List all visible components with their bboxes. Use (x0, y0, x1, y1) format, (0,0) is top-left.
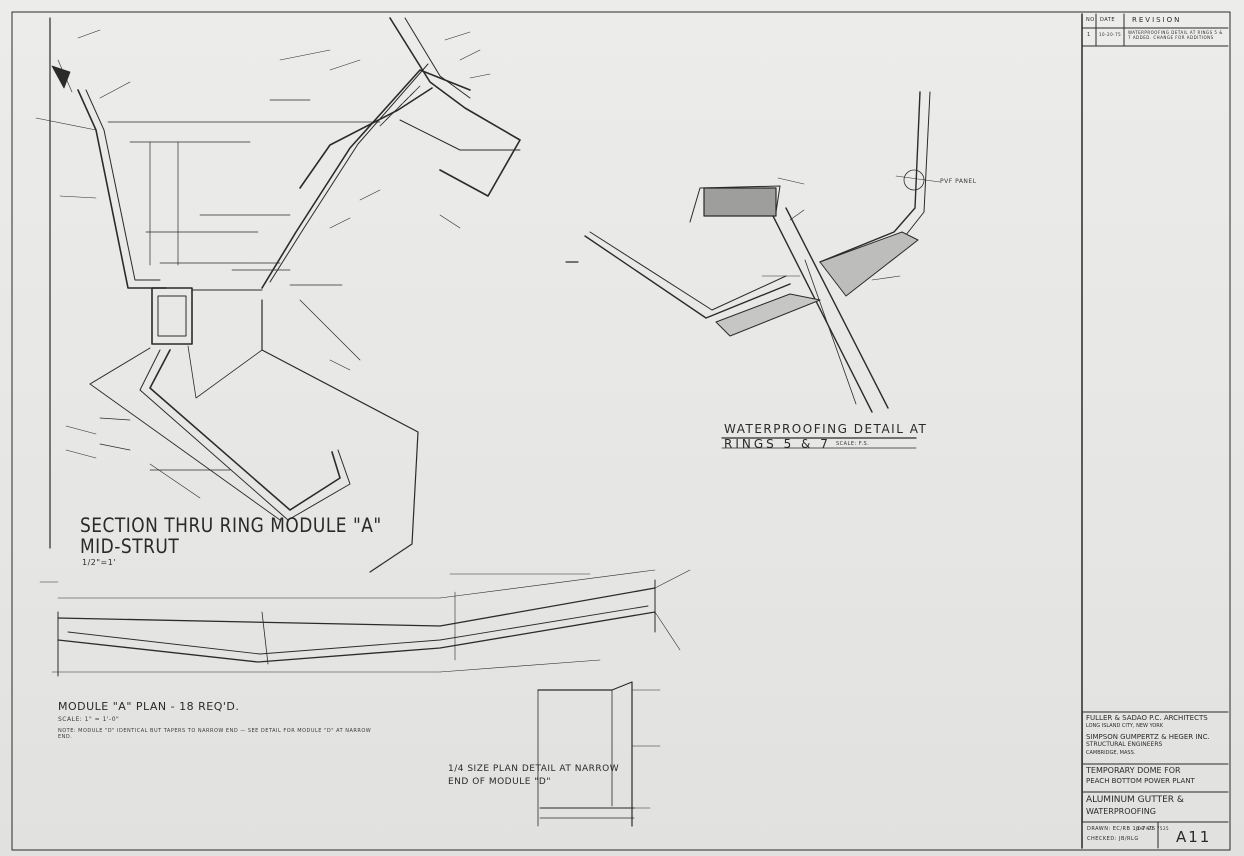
architect-engineer-block: FULLER & SADAO P.C. ARCHITECTS LONG ISLA… (1082, 712, 1228, 764)
waterproofing-scale: SCALE: F.S. (836, 441, 870, 447)
engineer-location: CAMBRIDGE, MASS. (1086, 750, 1136, 756)
section-scale: 1/2"=1' (82, 558, 117, 567)
plan-scale: SCALE: 1" = 1'-0" (58, 716, 120, 723)
project-block: TEMPORARY DOME FOR PEACH BOTTOM POWER PL… (1082, 764, 1228, 792)
end-detail-title: 1/4 SIZE PLAN DETAIL AT NARROW (448, 764, 620, 774)
sheet-border (11, 11, 1231, 851)
revision-no-header: NO (1086, 17, 1095, 23)
title-block-lines (1081, 13, 1229, 849)
job-number: JOB NO. 7525 (1136, 826, 1170, 831)
project-line-1: TEMPORARY DOME FOR (1086, 766, 1181, 775)
pvf-panel-label: PVF PANEL (940, 178, 977, 185)
section-title: SECTION THRU RING MODULE "A" (80, 514, 382, 538)
project-line-2: PEACH BOTTOM POWER PLANT (1086, 777, 1195, 785)
section-detail (35, 17, 521, 573)
waterproofing-detail (565, 91, 941, 449)
end-detail-subtitle: END OF MODULE "D" (448, 777, 551, 787)
architect-name: FULLER & SADAO P.C. ARCHITECTS (1086, 714, 1208, 722)
revision-row-no: 1 (1087, 32, 1091, 38)
waterproofing-rings: RINGS 5 & 7 (724, 437, 831, 451)
drawing-title-line-2: WATERPROOFING (1086, 807, 1156, 816)
waterproofing-title: WATERPROOFING DETAIL AT (724, 422, 928, 436)
revision-header: REVISION (1132, 16, 1182, 24)
revision-row-date: 10-20-75 (1099, 32, 1122, 37)
checked-by: CHECKED: JB/RLG (1087, 836, 1139, 842)
narrow-end-plan-detail (537, 681, 661, 827)
sealant-block (703, 187, 777, 217)
revision-row-text: WATERPROOFING DETAIL AT RINGS 5 & 7 ADDE… (1128, 30, 1223, 40)
revision-date-header: DATE (1100, 17, 1116, 23)
engineer-type: STRUCTURAL ENGINEERS (1086, 741, 1163, 748)
sheet-number: A11 (1176, 828, 1212, 846)
architect-location: LONG ISLAND CITY, NEW YORK (1086, 723, 1164, 729)
module-a-plan (39, 569, 691, 677)
drawing-title-line-1: ALUMINUM GUTTER & (1086, 795, 1184, 805)
drawing-title-block: ALUMINUM GUTTER & WATERPROOFING (1082, 792, 1228, 822)
section-subtitle: MID-STRUT (80, 535, 180, 559)
drawn-by: DRAWN: EC/RB 10-7-75 (1087, 826, 1156, 832)
plan-title: MODULE "A" PLAN - 18 REQ'D. (58, 700, 240, 713)
plan-note: NOTE: MODULE "D" IDENTICAL BUT TAPERS TO… (58, 728, 372, 740)
engineer-name: SIMPSON GUMPERTZ & HEGER INC. (1086, 733, 1210, 741)
